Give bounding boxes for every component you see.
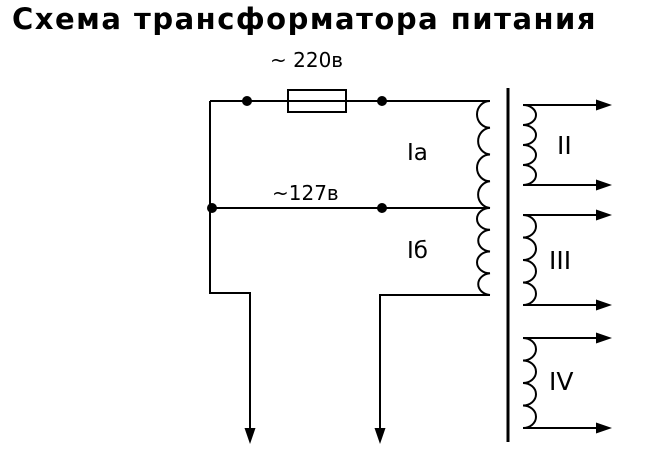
label-secondary-iii: III [549,246,571,275]
wire-input-lead-left [209,101,251,430]
label-secondary-iv: IV [549,367,573,396]
secondary-winding-iii [522,214,597,306]
arrow-right-icon [596,209,612,221]
page-title: Схема трансформатора питания [12,2,597,36]
label-220v: ~ 220в [270,48,343,72]
arrow-right-icon [596,99,612,111]
arrow-right-icon [596,179,612,191]
fuse-symbol [287,89,347,113]
secondary-ii-coil [522,104,537,186]
secondary-winding-ii [522,104,597,186]
terminal-dot-220-right [377,96,387,106]
label-127v: ~127в [272,181,339,205]
secondary-iv-coil [522,337,537,429]
label-secondary-ii: II [557,131,572,160]
arrow-down-icon [244,428,256,444]
secondary-winding-iv [522,337,597,429]
arrow-down-icon [374,428,386,444]
wire-input-lead-right [379,294,490,430]
terminal-dot-127-left [207,203,217,213]
primary-winding-coil [476,100,491,296]
arrow-right-icon [596,332,612,344]
arrow-right-icon [596,422,612,434]
label-primary-winding-b: Iб [407,238,428,264]
label-primary-winding-a: Iа [407,140,428,166]
junction-dots [207,96,387,213]
terminal-dot-220-left [242,96,252,106]
terminal-dot-127-right [377,203,387,213]
secondary-iii-coil [522,214,537,306]
arrow-right-icon [596,299,612,311]
